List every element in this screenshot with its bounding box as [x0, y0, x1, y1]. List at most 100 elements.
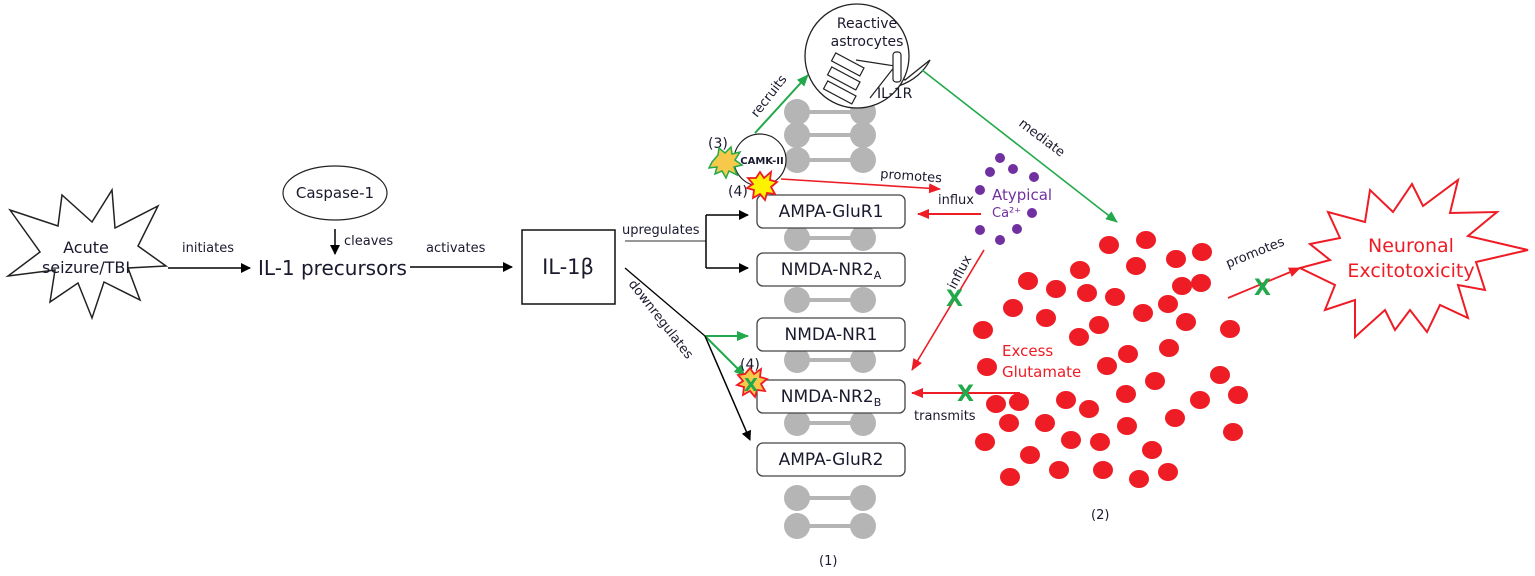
glutamate-molecule	[1069, 328, 1089, 346]
glutamate-molecule	[1099, 236, 1119, 254]
influx-arrow-nr2b	[911, 249, 985, 371]
receptor-nmda-nr2a: NMDA-NR2A	[756, 252, 906, 287]
inhibition-x-icon-nr2b: X	[744, 375, 758, 396]
mediate-label: mediate	[1016, 116, 1068, 160]
calcium-ion	[985, 167, 995, 177]
receptor-box	[756, 194, 906, 229]
glutamate-molecule	[1191, 274, 1211, 292]
recruits-arrow	[754, 74, 809, 134]
marker-4-glur1: (4)	[728, 184, 748, 200]
outcome-line-1: Neuronal	[1368, 235, 1454, 257]
upregulates-label: upregulates	[622, 223, 700, 238]
initiates-label: initiates	[182, 241, 234, 256]
trigger-line-2: seizure/TBI	[42, 258, 130, 277]
calcium-ion	[1029, 172, 1039, 182]
astrocytes-line-2: astrocytes	[831, 34, 904, 50]
receptor-box	[756, 317, 906, 352]
trigger-line-1: Acute	[63, 238, 109, 257]
glutamate-molecule	[1089, 316, 1109, 334]
calcium-ion	[975, 185, 985, 195]
glutamate-molecule	[1159, 339, 1179, 357]
glutamate-molecule	[1117, 417, 1137, 435]
glutamate-molecule	[1158, 463, 1178, 481]
marker-3: (3)	[708, 136, 728, 152]
lipid-pair	[784, 513, 876, 539]
promotes-calcium-arrow	[780, 178, 941, 194]
glutamate-molecule	[1105, 288, 1125, 306]
inhibition-x-icon-excitotoxicity: X	[1254, 276, 1271, 301]
downregulates-arrow-nr2b	[704, 335, 746, 377]
glutamate-molecule	[1018, 272, 1038, 290]
receptor-label: NMDA-NR2B	[781, 387, 881, 409]
receptor-ampa-glur1: AMPA-GluR1	[756, 194, 906, 229]
lipid-pair	[784, 225, 876, 251]
glutamate-molecule	[1000, 468, 1020, 486]
panel-label-1: (1)	[819, 554, 837, 569]
glutamate-molecule	[1079, 400, 1099, 418]
glutamate-molecule	[1142, 441, 1162, 459]
glutamate-molecule	[1136, 231, 1156, 249]
receptor-label: NMDA-NR1	[785, 325, 878, 345]
astrocytes-line-1: Reactive	[837, 16, 897, 32]
il1b-label: IL-1β	[542, 255, 594, 279]
promotes-excitotoxicity-label: promotes	[1224, 235, 1287, 272]
caspase-label: Caspase-1	[296, 184, 374, 202]
receptor-box	[756, 252, 906, 287]
glutamate-molecule	[1035, 414, 1055, 432]
lipid-pair	[784, 122, 876, 148]
outcome-line-2: Excitotoxicity	[1347, 260, 1474, 282]
neuronal-excitotoxicity-node: Neuronal Excitotoxicity	[1297, 177, 1529, 340]
reactive-astrocytes-node: Reactive astrocytes IL-1R	[804, 3, 931, 109]
glutamate-molecule	[975, 433, 995, 451]
receptor-label: NMDA-NR2A	[781, 260, 882, 282]
downregulates-arrow-glur2	[704, 335, 752, 441]
lipid-pair	[784, 347, 876, 373]
glutamate-molecule	[1129, 470, 1149, 488]
cleaves-label: cleaves	[344, 234, 393, 249]
glutamate-molecule	[1093, 461, 1113, 479]
calcium-ion	[995, 235, 1005, 245]
phosphorylation-burst-icon-4a	[744, 169, 779, 202]
glutamate-molecule	[1176, 313, 1196, 331]
calcium-ion	[1027, 208, 1037, 218]
calcium-ion-cluster	[975, 153, 1039, 245]
glutamate-molecule	[1036, 309, 1056, 327]
receptor-nmda-nr2b: NMDA-NR2B	[756, 379, 906, 414]
phosphorylation-burst-icon-3	[707, 145, 744, 180]
glutamate-molecule	[1223, 423, 1243, 441]
glutamate-molecule	[1118, 345, 1138, 363]
phosphorylation-burst-icon-4b	[734, 366, 769, 399]
glutamate-molecule	[1165, 409, 1185, 427]
receptor-box	[756, 379, 906, 414]
receptor-box	[756, 442, 906, 477]
glutamate-molecule	[1166, 250, 1186, 268]
influx-label-glur1: influx	[938, 193, 974, 208]
receptor-nmda-nr1: NMDA-NR1	[756, 317, 906, 352]
glutamate-molecule	[1046, 280, 1066, 298]
calcium-line-1: Atypical	[992, 186, 1052, 204]
glutamate-molecule	[1220, 320, 1240, 338]
camk-label: CAMK-II	[740, 156, 784, 167]
transmits-label: transmits	[914, 409, 976, 424]
glutamate-molecule	[1077, 284, 1097, 302]
promotes-excitotoxicity-arrow	[1227, 267, 1301, 299]
glutamate-molecule	[1056, 391, 1076, 409]
il1r-label: IL-1R	[877, 86, 913, 102]
glutamate-line-1: Excess	[1002, 342, 1053, 360]
glutamate-molecule	[1070, 261, 1090, 279]
il1-precursors-label: IL-1 precursors	[258, 256, 407, 280]
glutamate-cluster	[973, 231, 1248, 488]
glutamate-molecule	[1158, 295, 1178, 313]
il1b-node: IL-1β	[521, 229, 616, 305]
glutamate-molecule	[1009, 393, 1029, 411]
lipid-pair	[784, 410, 876, 436]
calcium-ion	[1008, 164, 1018, 174]
calcium-ion	[975, 225, 985, 235]
receptor-label: AMPA-GluR2	[779, 450, 884, 470]
glutamate-molecule	[973, 321, 993, 339]
activates-label: activates	[426, 241, 486, 256]
glutamate-molecule	[999, 414, 1019, 432]
starburst-shape	[5, 187, 169, 321]
glutamate-molecule	[1172, 277, 1192, 295]
